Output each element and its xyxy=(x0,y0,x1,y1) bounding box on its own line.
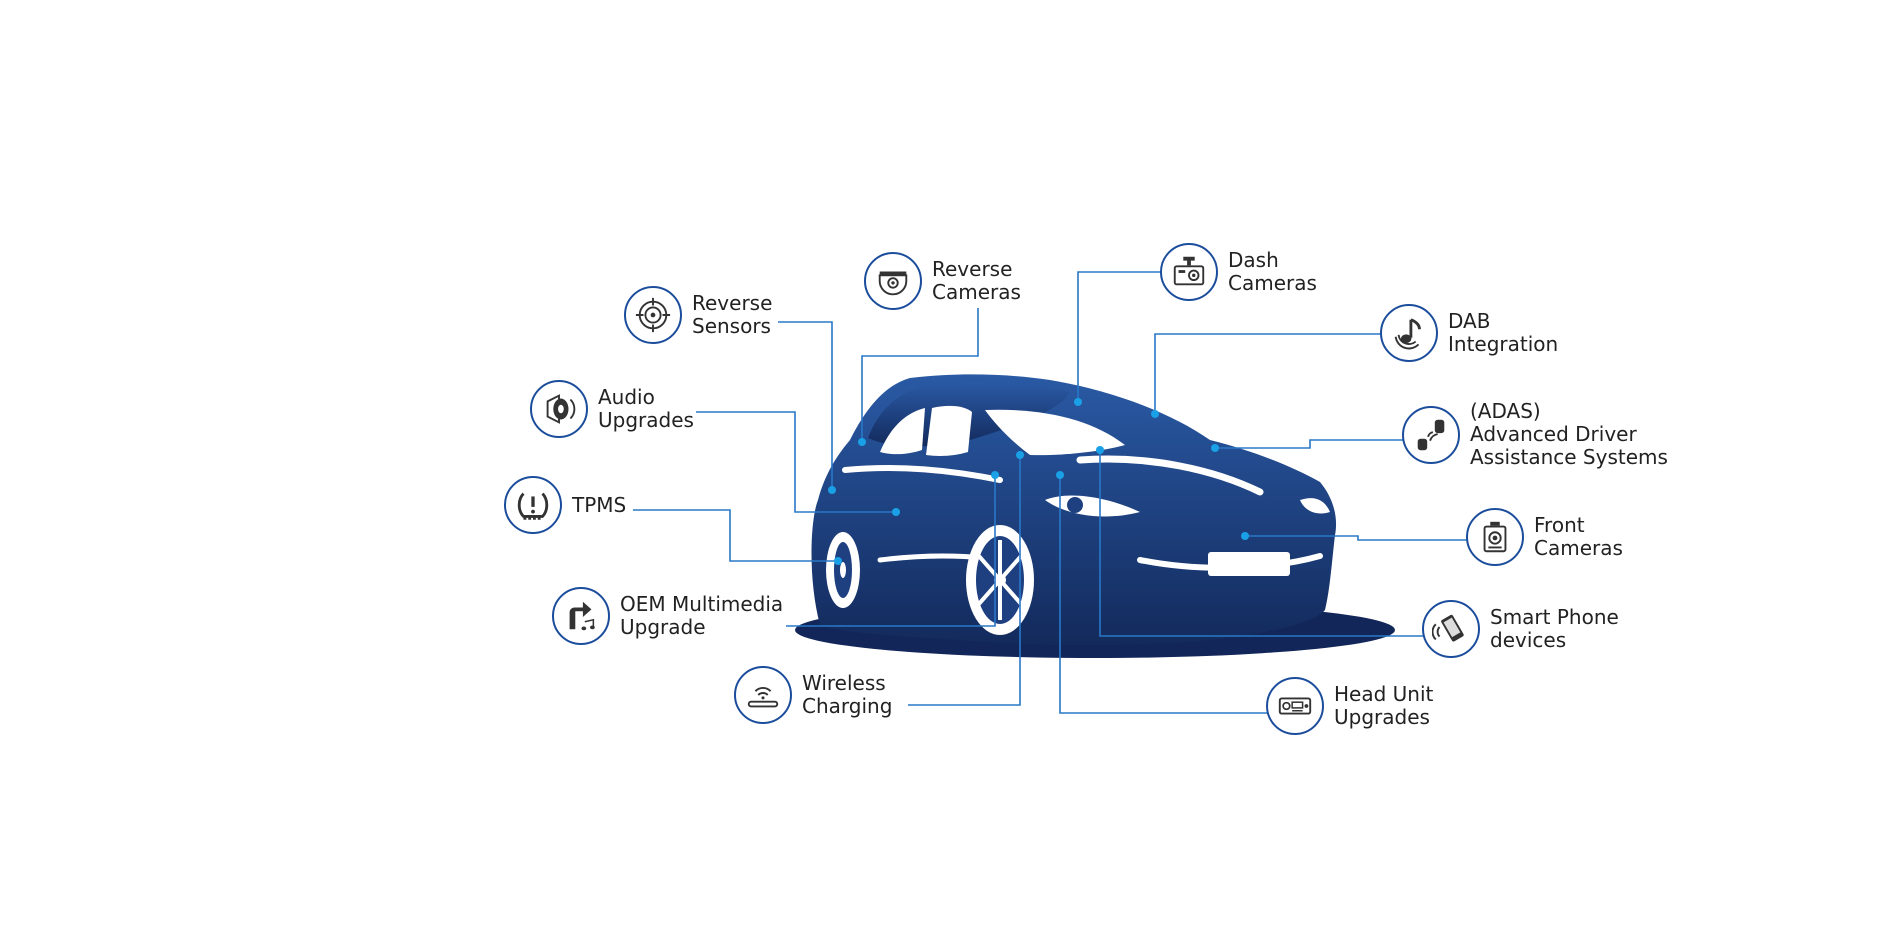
headlight-lens xyxy=(1067,497,1083,513)
connector-reverse-sensors xyxy=(778,321,833,490)
feature-label: (ADAS) Advanced Driver Assistance System… xyxy=(1470,400,1668,469)
feature-label: DAB Integration xyxy=(1448,310,1558,356)
feature-label: Smart Phone devices xyxy=(1490,606,1619,652)
music-note-icon xyxy=(1380,304,1438,362)
feature-label-line: Advanced Driver xyxy=(1470,422,1637,446)
front-wheel xyxy=(966,525,1034,635)
feature-label: TPMS xyxy=(572,492,627,517)
feature-label-line: Charging xyxy=(802,694,893,718)
feature-label-line: DAB xyxy=(1448,309,1491,333)
side-window xyxy=(926,405,972,456)
feature-label: Reverse Sensors xyxy=(692,292,772,338)
feature-label-line: Assistance Systems xyxy=(1470,445,1668,469)
tire-warning-icon xyxy=(504,476,562,534)
feature-reverse-sensors: Reverse Sensors xyxy=(624,286,772,344)
charging-pad-icon xyxy=(734,666,792,724)
feature-label-line: Wireless xyxy=(802,671,886,695)
dot-reverse-cameras xyxy=(858,438,866,446)
feature-label-line: devices xyxy=(1490,628,1567,652)
connector-head-unit xyxy=(1059,475,1270,714)
feature-label-line: Reverse xyxy=(932,257,1013,281)
dot-wireless xyxy=(1016,451,1024,459)
target-icon xyxy=(624,286,682,344)
radio-icon xyxy=(1266,677,1324,735)
feature-head-unit: Head Unit Upgrades xyxy=(1266,677,1433,735)
feature-label: Dash Cameras xyxy=(1228,249,1317,295)
connector-oem xyxy=(786,475,996,627)
feature-label: Head Unit Upgrades xyxy=(1334,683,1433,729)
feature-dash-cameras: Dash Cameras xyxy=(1160,243,1317,301)
feature-label-line: Reverse xyxy=(692,291,773,315)
license-plate xyxy=(1208,552,1290,576)
headlight-right xyxy=(1300,498,1330,514)
feature-label: Audio Upgrades xyxy=(598,386,694,432)
feature-label-line: Dash xyxy=(1228,248,1279,272)
dot-dab xyxy=(1151,410,1159,418)
connector-reverse-cameras xyxy=(861,308,979,442)
cars-signal-icon xyxy=(1402,405,1460,464)
feature-label: Reverse Cameras xyxy=(932,258,1021,304)
feature-label-line: Cameras xyxy=(1534,536,1623,560)
feature-audio-upgrades: Audio Upgrades xyxy=(530,380,694,438)
dashcam-icon xyxy=(1160,243,1218,301)
connector-tpms xyxy=(633,509,838,562)
connector-dots xyxy=(828,398,1249,565)
feature-adas: (ADAS) Advanced Driver Assistance System… xyxy=(1402,400,1668,469)
dome-camera-icon xyxy=(864,252,922,310)
feature-label-line: Upgrades xyxy=(1334,705,1430,729)
connector-wireless xyxy=(908,455,1021,706)
feature-label-line: TPMS xyxy=(572,492,627,517)
feature-label-line: Sensors xyxy=(692,314,771,338)
car-highlight-hood xyxy=(1076,455,1264,496)
feature-label-line: Front xyxy=(1534,513,1585,537)
feature-label: Front Cameras xyxy=(1534,514,1623,560)
feature-smart-phone: Smart Phone devices xyxy=(1422,600,1619,658)
dot-oem xyxy=(991,471,999,479)
feature-label-line: Head Unit xyxy=(1334,682,1434,706)
windshield xyxy=(985,409,1125,456)
feature-dab-integration: DAB Integration xyxy=(1380,304,1558,362)
dot-adas xyxy=(1211,444,1219,452)
connector-smart-phone xyxy=(1099,450,1425,637)
feature-label-line: Upgrade xyxy=(620,615,706,639)
connector-front-cameras xyxy=(1245,535,1468,541)
rear-wheel xyxy=(826,532,860,608)
phone-wireless-icon xyxy=(1422,600,1480,658)
feature-reverse-cameras: Reverse Cameras xyxy=(864,252,1021,310)
feature-label: OEM Multimedia Upgrade xyxy=(620,593,783,639)
dot-reverse-sensors xyxy=(828,486,836,494)
car-highlight-side xyxy=(842,465,1003,483)
rear-window xyxy=(880,408,925,455)
feature-label-line: Audio xyxy=(598,385,655,409)
feature-label-line: Cameras xyxy=(932,280,1021,304)
feature-label-line: OEM Multimedia xyxy=(620,592,784,616)
feature-wireless-charging: Wireless Charging xyxy=(734,666,892,724)
dot-audio xyxy=(892,508,900,516)
connector-lines xyxy=(633,271,1468,714)
connector-adas xyxy=(1215,439,1403,449)
feature-label-line: Smart Phone xyxy=(1490,605,1619,629)
feature-label: Wireless Charging xyxy=(802,672,892,718)
dot-head-unit xyxy=(1056,471,1064,479)
feature-label-line: Upgrades xyxy=(598,408,694,432)
feature-label-line: (ADAS) xyxy=(1470,399,1541,423)
arrow-music-icon xyxy=(552,587,610,645)
feature-oem-multimedia: OEM Multimedia Upgrade xyxy=(552,587,783,645)
connector-dash-cameras xyxy=(1077,271,1162,402)
dot-dash-cameras xyxy=(1074,398,1082,406)
feature-label-line: Integration xyxy=(1448,332,1559,356)
dot-front-cameras xyxy=(1241,532,1249,540)
connector-dab xyxy=(1154,333,1382,414)
connector-audio xyxy=(696,411,896,513)
front-camera-icon xyxy=(1466,508,1524,566)
speaker-icon xyxy=(530,380,588,438)
dot-tpms xyxy=(834,557,842,565)
feature-label-line: Cameras xyxy=(1228,271,1317,295)
feature-front-cameras: Front Cameras xyxy=(1466,508,1623,566)
feature-tpms: TPMS xyxy=(504,476,626,534)
dot-smart-phone xyxy=(1096,446,1104,454)
